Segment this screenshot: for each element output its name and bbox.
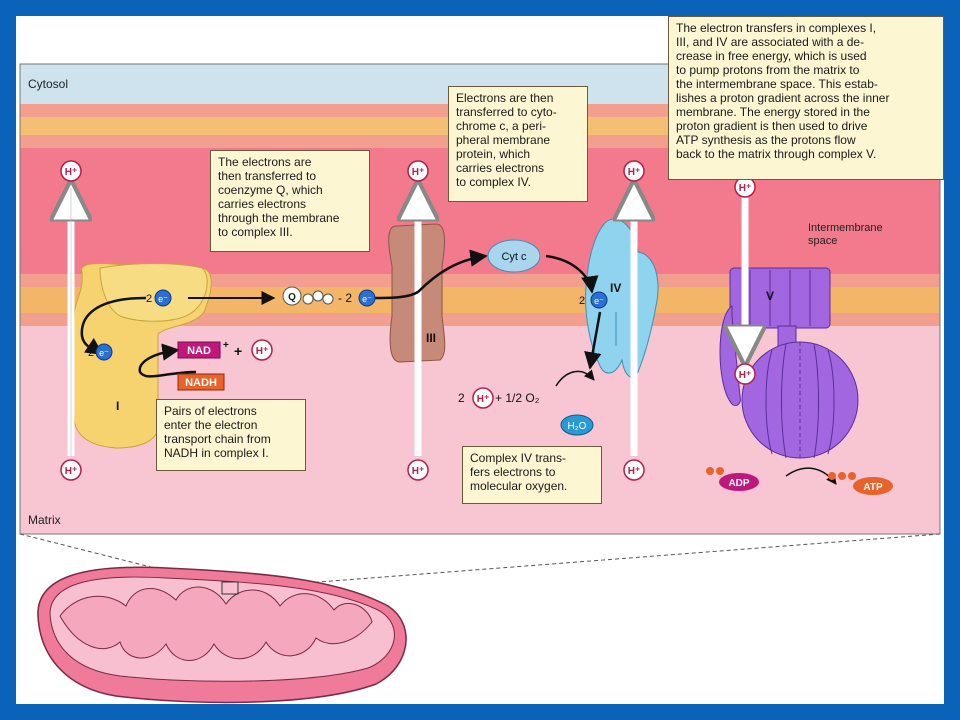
water-molecule — [560, 414, 594, 436]
nad-plus-sign: + — [234, 343, 242, 359]
h-plus-matrix-1: H⁺ — [65, 466, 78, 477]
nad-charge: + — [223, 340, 229, 351]
two-label-5: 2 — [458, 391, 465, 405]
coenzyme-q-caption: The electrons are then transferred to co… — [210, 150, 370, 252]
electron-3: e⁻ — [362, 294, 372, 304]
electron-1: e⁻ — [158, 294, 168, 304]
cytc-caption: Electrons are then transferred to cyto- … — [448, 86, 588, 202]
cytosol-label: Cytosol — [28, 77, 69, 91]
atp-synthesis-caption: The electron transfers in complexes I, I… — [668, 16, 944, 180]
complex-i-caption: Pairs of electrons enter the electron tr… — [156, 399, 306, 471]
complex-i — [73, 263, 212, 449]
mitochondrion-illustration — [37, 566, 407, 704]
cyt-c-molecule — [487, 239, 541, 273]
h-plus-matrix-3: H⁺ — [628, 466, 641, 477]
h-plus-cytosol-3: H⁺ — [628, 167, 641, 178]
two-label-3: - 2 — [338, 291, 352, 305]
h-plus-synthase: H⁺ — [739, 370, 752, 381]
complex-v-label: V — [766, 289, 774, 303]
electron-path — [80, 249, 837, 485]
nadh-label: NADH — [185, 377, 217, 389]
diagram-canvas: H⁺ H⁺ H⁺ H⁺ H⁺ H⁺ H⁺ H⁺ H⁺ H⁺ 2 e⁻ 2 e⁻ … — [16, 16, 944, 704]
complex-iii-label: III — [426, 331, 436, 345]
h-plus-cytosol-1: H⁺ — [65, 167, 78, 178]
proton-channels — [71, 188, 745, 456]
electron-markers: 2 e⁻ 2 e⁻ - 2 e⁻ 2 e⁻ — [88, 289, 608, 361]
nadh-box — [177, 373, 225, 391]
proton-markers: H⁺ H⁺ H⁺ H⁺ H⁺ H⁺ H⁺ H⁺ H⁺ H⁺ — [60, 160, 756, 481]
matrix-label: Matrix — [28, 513, 61, 527]
h2o-label: H₂O — [568, 421, 587, 432]
q-label: Q — [288, 292, 296, 303]
atp-label: ATP — [863, 482, 883, 493]
complex-iv-label: IV — [610, 281, 621, 295]
intermembrane-label: Intermembrane space — [808, 222, 883, 247]
coenzyme-q: Q — [282, 286, 334, 306]
complex-i-label: I — [116, 399, 119, 413]
two-label-1: 2 — [146, 293, 152, 305]
two-label-2: 2 — [88, 347, 94, 359]
diagram-frame — [19, 63, 941, 535]
adp-label: ADP — [728, 478, 749, 489]
electron-4: e⁻ — [594, 296, 604, 306]
adp-molecule — [706, 467, 759, 491]
h-plus-oxygen: H⁺ — [477, 394, 490, 405]
h-plus-cytosol-2: H⁺ — [412, 167, 425, 178]
half-o2-label: + 1/2 O₂ — [495, 391, 540, 405]
nad-label: NAD — [187, 345, 211, 357]
atp-molecule — [828, 472, 893, 495]
zoom-line-right — [240, 533, 941, 589]
complex-iv-caption: Complex IV trans- fers electrons to mole… — [462, 446, 602, 504]
electron-2: e⁻ — [99, 348, 109, 358]
cyt-c-label: Cyt c — [501, 251, 527, 263]
h-plus-intermembrane: H⁺ — [739, 183, 752, 194]
nad-box — [177, 341, 221, 359]
h-plus-nad: H⁺ — [256, 346, 269, 357]
h-plus-matrix-2: H⁺ — [412, 466, 425, 477]
two-label-4: 2 — [579, 295, 585, 307]
